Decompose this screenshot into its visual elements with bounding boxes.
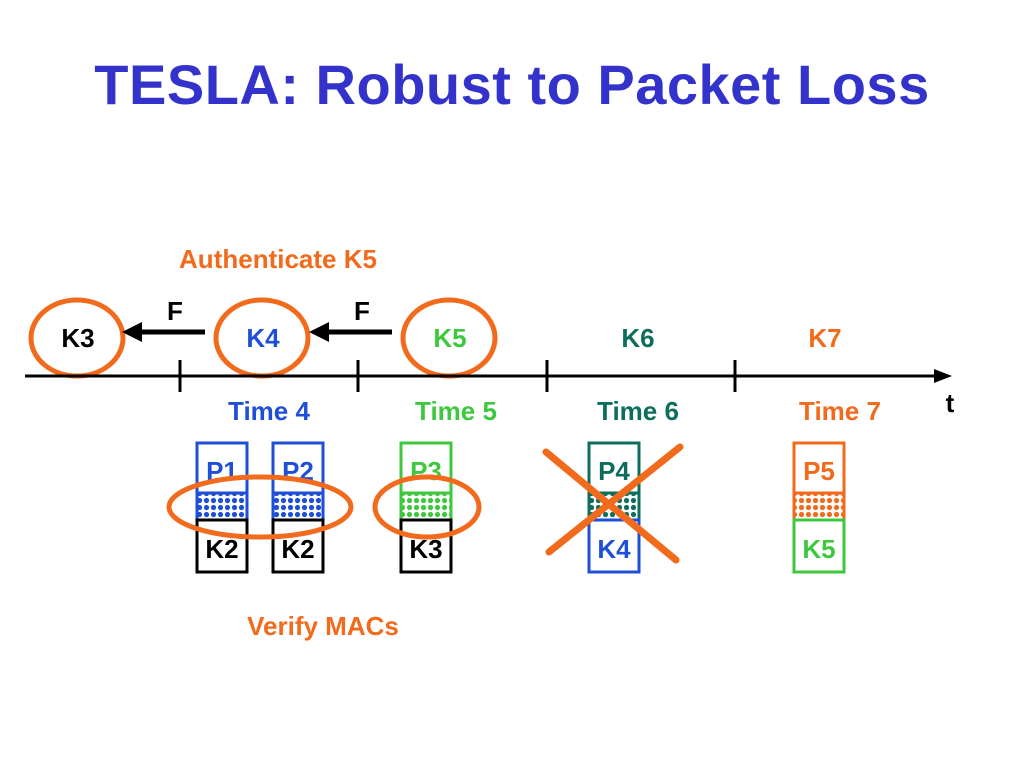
f-label-1: F: [167, 296, 183, 326]
interval-label-time-6: Time 6: [597, 396, 679, 426]
interval-label-time-7: Time 7: [799, 396, 881, 426]
f-label-2: F: [354, 296, 370, 326]
packet-p5: P5 K5: [792, 441, 846, 574]
interval-label-time-5: Time 5: [415, 396, 497, 426]
interval-label-time-4: Time 4: [228, 396, 310, 426]
packet-p4-key-label: K4: [597, 534, 631, 564]
verify-macs-label: Verify MACs: [247, 611, 399, 641]
key-label-k4: K4: [246, 323, 280, 353]
slide-title: TESLA: Robust to Packet Loss: [94, 53, 930, 116]
verify-macs-circle-p1-p2: [166, 474, 354, 540]
time-axis-arrowhead: [934, 369, 952, 383]
f-arrowhead-1: [122, 322, 142, 342]
packet-p2: P2 K2: [271, 441, 325, 574]
packet-p1-key-label: K2: [205, 534, 238, 564]
axis-t-label: t: [946, 388, 955, 418]
key-label-k7: K7: [808, 323, 841, 353]
packet-p5-key-label: K5: [802, 534, 835, 564]
key-label-k5: K5: [433, 323, 466, 353]
packet-p1: P1 K2: [195, 441, 249, 574]
packet-p3-data-label: P3: [410, 456, 442, 486]
packet-p3: P3 K3: [399, 441, 453, 574]
key-label-k6: K6: [621, 323, 654, 353]
authenticate-label: Authenticate K5: [179, 244, 377, 274]
verify-macs-circle-p3: [372, 474, 482, 540]
packet-p4-lost: P4 K4: [587, 441, 641, 574]
key-label-k3: K3: [61, 323, 94, 353]
packet-p2-key-label: K2: [281, 534, 314, 564]
packet-p4-data-label: P4: [598, 456, 630, 486]
f-arrowhead-2: [309, 322, 329, 342]
lost-packet-cross-stroke-2: [545, 443, 684, 556]
packet-p5-data-label: P5: [803, 456, 835, 486]
